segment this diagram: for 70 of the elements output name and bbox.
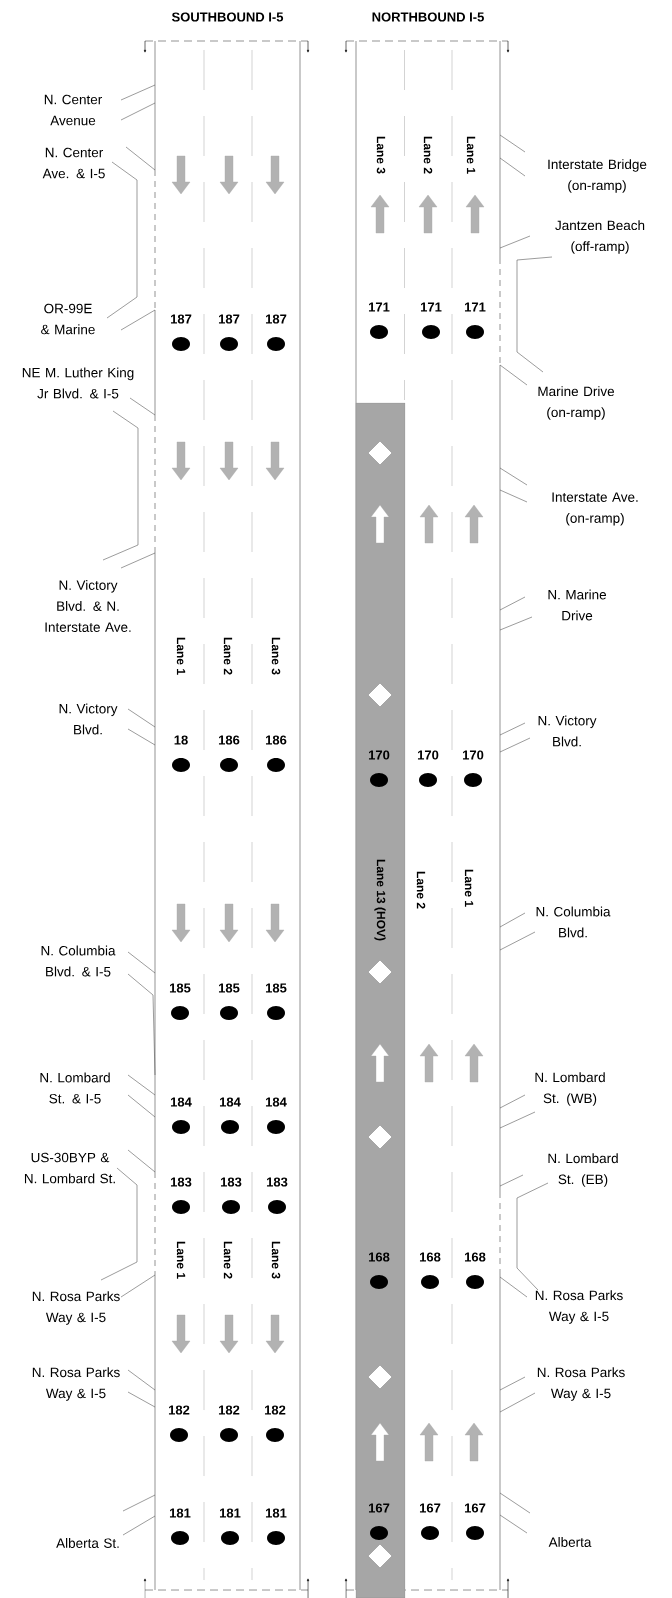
ramp-label: Alberta St.	[56, 1538, 119, 1548]
station-number: 182	[168, 1405, 190, 1415]
ramp-label: N. Columbia Blvd. & I-5	[41, 945, 116, 977]
ramp-label: N. Center Ave. & I-5	[42, 147, 105, 179]
lane-label: Lane 2	[423, 136, 433, 174]
lane-label: Lane 1	[176, 637, 186, 675]
station-number: 185	[169, 983, 191, 993]
ramp-label: N. Lombard St. (WB)	[535, 1072, 605, 1106]
ramp-label: N. Rosa Parks Way & I-5	[32, 1291, 120, 1325]
ramp-label: N. Columbia Blvd.	[536, 906, 611, 938]
ramp-label: N. Rosa Parks Way & I-5	[32, 1367, 120, 1401]
lane-label: Lane 3	[271, 637, 281, 675]
station-number: 184	[265, 1097, 287, 1107]
station-number: 168	[368, 1252, 390, 1262]
ramp-label: N. Victory Blvd. & N. Interstate Ave.	[45, 580, 131, 632]
ramp-label: Interstate Ave. (on-ramp)	[552, 492, 638, 526]
station-number: 168	[420, 1252, 441, 1262]
ramp-label: N. Center Avenue	[44, 94, 102, 126]
ramp-label: N. Lombard St. (EB)	[548, 1153, 618, 1187]
lane-label: Lane 2	[223, 637, 233, 675]
station-number: 171	[368, 302, 390, 312]
ramp-label: N. Victory Blvd.	[538, 715, 597, 747]
station-number: 167	[420, 1503, 441, 1513]
ramp-label: Alberta	[548, 1537, 592, 1547]
station-number: 170	[418, 750, 439, 760]
station-number: 185	[218, 983, 240, 993]
lane-label: Lane 3	[376, 136, 386, 174]
ramp-label: N. Rosa Parks Way & I-5	[537, 1367, 625, 1401]
lane-label: Lane 3	[271, 1241, 281, 1279]
station-number: 182	[218, 1405, 240, 1415]
ramp-label: N. Rosa Parks Way & I-5	[535, 1290, 623, 1324]
station-number: 187	[170, 314, 192, 324]
station-number: 182	[264, 1405, 286, 1415]
lane-label: Lane 13 (HOV)	[374, 859, 386, 941]
station-number: 18	[174, 735, 188, 745]
station-number: 184	[219, 1097, 241, 1107]
station-number: 171	[465, 302, 486, 312]
ramp-label: Interstate Bridge (on-ramp)	[548, 159, 647, 193]
lane-label: Lane 2	[416, 871, 426, 909]
station-number: 167	[465, 1503, 486, 1513]
station-number: 181	[169, 1508, 191, 1518]
road-heading: SOUTHBOUND I-5	[171, 12, 284, 22]
ramp-label: N. Lombard St. & I-5	[40, 1072, 110, 1104]
station-number: 181	[265, 1508, 287, 1518]
ramp-label: US-30BYP & N. Lombard St.	[24, 1152, 115, 1184]
road-heading: NORTHBOUND I-5	[372, 12, 484, 22]
station-number: 186	[218, 735, 240, 745]
station-number: 168	[465, 1252, 486, 1262]
ramp-label: OR-99E & Marine	[41, 303, 95, 335]
lane-label: Lane 2	[223, 1241, 233, 1279]
station-number: 167	[368, 1503, 390, 1513]
lane-label: Lane 1	[466, 136, 476, 174]
station-number: 187	[218, 314, 240, 324]
station-number: 183	[266, 1177, 288, 1187]
station-number: 184	[170, 1097, 192, 1107]
lane-label: Lane 1	[464, 869, 474, 907]
ramp-label: Marine Drive (on-ramp)	[538, 386, 615, 420]
ramp-label: Jantzen Beach (off-ramp)	[555, 220, 645, 254]
station-number: 186	[265, 735, 287, 745]
station-number: 183	[220, 1177, 242, 1187]
ramp-label: N. Victory Blvd.	[59, 703, 118, 735]
station-number: 170	[368, 750, 390, 760]
station-number: 181	[219, 1508, 241, 1518]
station-number: 187	[265, 314, 287, 324]
station-number: 170	[463, 750, 484, 760]
ramp-label: N. Marine Drive	[548, 589, 607, 621]
station-number: 185	[265, 983, 287, 993]
station-number: 183	[170, 1177, 192, 1187]
lane-label: Lane 1	[176, 1241, 186, 1279]
station-number: 171	[421, 302, 442, 312]
